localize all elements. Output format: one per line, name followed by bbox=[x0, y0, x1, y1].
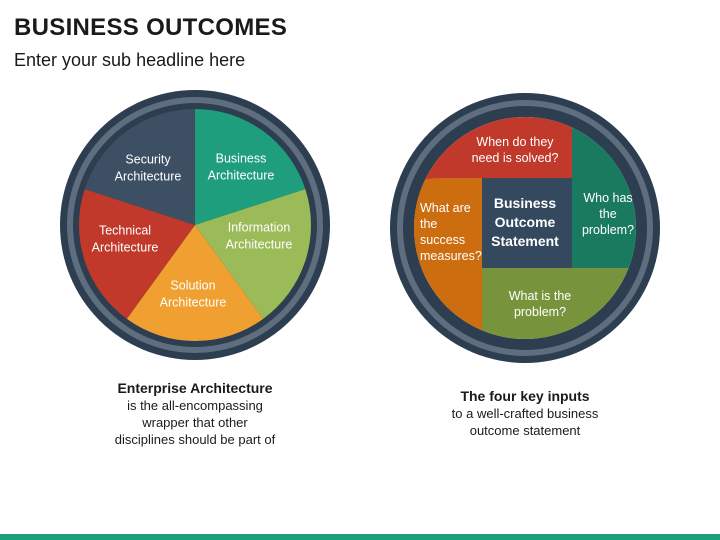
label-information-architecture-line-2: Architecture bbox=[226, 238, 293, 252]
label-what-are-the-success-measures: What are the success measures? bbox=[420, 201, 482, 263]
slice-information-architecture bbox=[195, 189, 311, 319]
right-caption-title: The four key inputs bbox=[460, 388, 590, 404]
label-when-do-they-need-is-solved-line-1: When do they bbox=[476, 135, 554, 149]
label-technical-architecture-line-2: Architecture bbox=[92, 241, 159, 255]
label-who-has-the-problem: Who has the problem? bbox=[582, 191, 634, 237]
left-caption-title: Enterprise Architecture bbox=[117, 380, 273, 396]
label-who-has-the-problem-line-1: Who has bbox=[583, 191, 632, 205]
label-what-are-the-success-measures-line-1: What are bbox=[420, 201, 471, 215]
center-statement-box bbox=[482, 178, 572, 268]
page-subtitle: Enter your sub headline here bbox=[14, 50, 246, 70]
label-business-architecture-line-2: Architecture bbox=[208, 169, 275, 183]
bottom-accent-bar bbox=[0, 534, 720, 540]
left-caption-line-2: wrapper that other bbox=[142, 415, 248, 430]
right-quadrant-diagram: When do they need is solved? Who has the pro… bbox=[390, 93, 660, 363]
slice-technical-architecture bbox=[78, 189, 195, 319]
center-statement-label-line-2: Outcome bbox=[495, 214, 556, 230]
label-security-architecture-line-1: Security bbox=[125, 153, 171, 167]
label-what-is-the-problem-line-1: What is the bbox=[509, 289, 572, 303]
center-statement-label-line-3: Statement bbox=[491, 233, 559, 249]
right-caption-line-1: to a well-crafted business bbox=[451, 406, 599, 421]
slice-business-architecture bbox=[195, 109, 306, 225]
label-what-is-the-problem: What is the problem? bbox=[509, 289, 572, 319]
label-solution-architecture-line-1: Solution bbox=[170, 279, 215, 293]
slice-solution-architecture bbox=[126, 225, 264, 341]
label-business-architecture-line-1: Business bbox=[216, 152, 267, 166]
label-information-architecture-line-1: Information bbox=[228, 221, 291, 235]
slice-security-architecture bbox=[84, 109, 195, 225]
label-what-are-the-success-measures-line-3: success bbox=[420, 233, 465, 247]
label-who-has-the-problem-line-2: the bbox=[599, 207, 616, 221]
label-technical-architecture-line-1: Technical bbox=[99, 224, 151, 238]
label-solution-architecture-line-2: Architecture bbox=[160, 296, 227, 310]
right-caption-line-2: outcome statement bbox=[469, 423, 581, 438]
label-when-do-they-need-is-solved-line-2: need is solved? bbox=[472, 151, 559, 165]
left-caption-line-3: disciplines should be part of bbox=[114, 432, 276, 447]
label-what-is-the-problem-line-2: problem? bbox=[514, 305, 566, 319]
left-caption: Enterprise Architecture is the all-encom… bbox=[95, 380, 295, 448]
left-caption-line-1: is the all-encompassing bbox=[127, 398, 263, 413]
label-what-are-the-success-measures-line-4: measures? bbox=[420, 249, 482, 263]
center-statement-label-line-1: Business bbox=[494, 195, 556, 211]
label-security-architecture-line-2: Architecture bbox=[115, 170, 182, 184]
right-caption: The four key inputs to a well-crafted bu… bbox=[425, 388, 625, 439]
page-title: BUSINESS OUTCOMES bbox=[14, 14, 288, 41]
label-who-has-the-problem-line-3: problem? bbox=[582, 223, 634, 237]
label-when-do-they-need-is-solved: When do they need is solved? bbox=[472, 135, 559, 165]
label-what-are-the-success-measures-line-2: the bbox=[420, 217, 437, 231]
